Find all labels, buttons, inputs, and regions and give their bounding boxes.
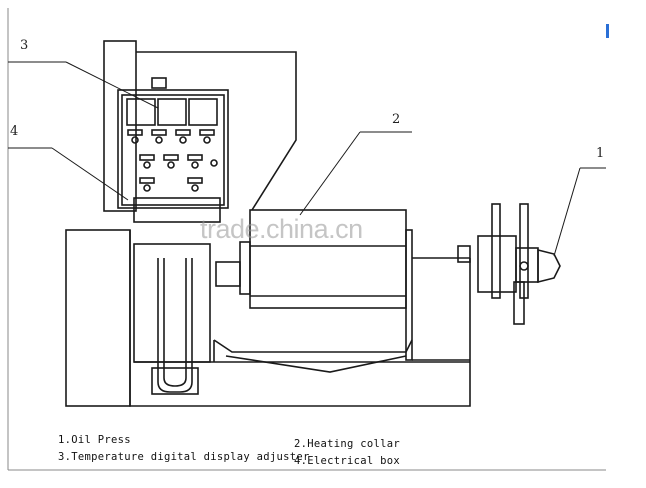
knob-row-2 [139, 154, 218, 169]
knob-row-1 [127, 129, 215, 144]
leader-lines [8, 61, 606, 257]
callout-4: 4 [10, 124, 19, 139]
press-body [65, 197, 471, 407]
oil-press-head [457, 203, 561, 325]
legend-item-4: 4.Electrical box [294, 455, 400, 467]
callout-1: 1 [596, 146, 605, 161]
callout-2: 2 [392, 112, 401, 127]
knob-row-3 [139, 177, 203, 192]
electrical-box [103, 40, 297, 212]
callout-3: 3 [20, 38, 29, 53]
heating-collar [213, 209, 471, 373]
legend-item-2: 2.Heating collar [294, 438, 400, 450]
legend-item-1: 1.Oil Press [58, 434, 131, 446]
edge-marker [606, 24, 609, 38]
watermark-text: trade.china.cn [200, 214, 363, 244]
legend-item-3: 3.Temperature digital display adjuster [58, 451, 310, 463]
